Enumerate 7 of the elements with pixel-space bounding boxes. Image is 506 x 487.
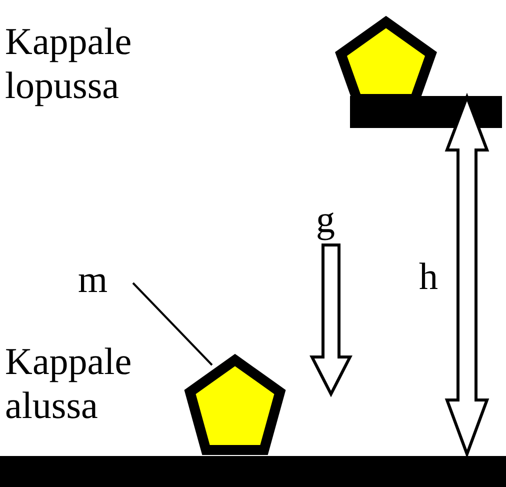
object-label: Kappale lopussa: [5, 20, 133, 108]
pentagon-object: [183, 353, 287, 458]
object-label: Kappale alussa: [5, 340, 133, 428]
leader-line: [132, 282, 213, 366]
height-label: h: [419, 255, 439, 299]
gravity-label: g: [316, 198, 336, 242]
mass-label: m: [78, 258, 114, 298]
